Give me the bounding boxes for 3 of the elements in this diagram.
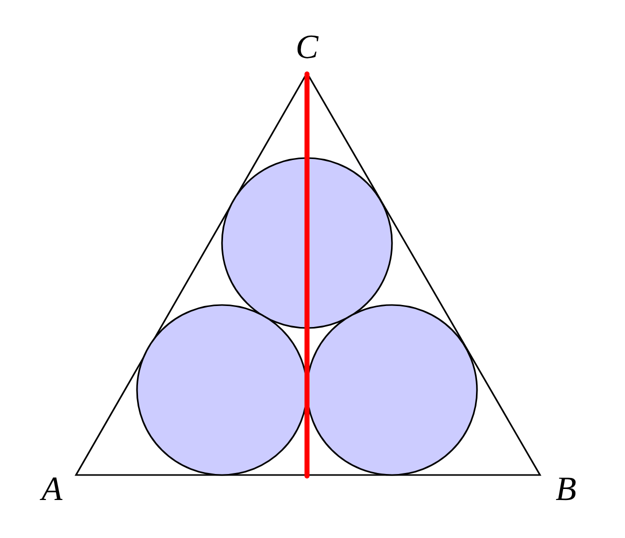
vertex-label: A	[42, 473, 62, 507]
vertex-label: B	[556, 473, 576, 507]
vertex-label: C	[296, 31, 318, 65]
